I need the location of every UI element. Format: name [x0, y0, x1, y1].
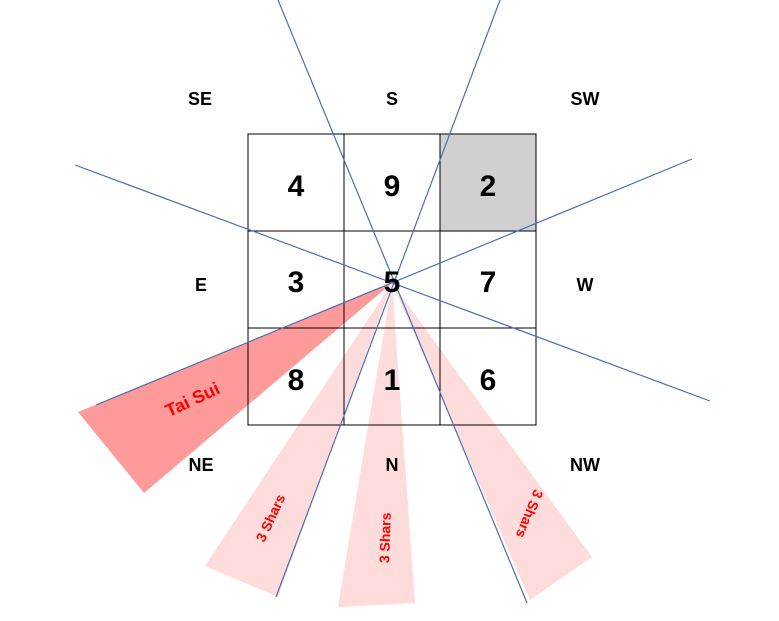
three-shars-label-center: 3 Shars	[376, 512, 394, 563]
cell-center: 5	[384, 266, 401, 299]
direction-s: S	[386, 89, 398, 109]
cell-s: 9	[384, 170, 401, 203]
tai-sui-sector	[78, 283, 392, 493]
cell-sw: 2	[480, 170, 497, 203]
highlight-cell-sw	[440, 134, 536, 231]
three-shars-sector-center	[338, 283, 415, 607]
cell-nw: 6	[480, 364, 497, 397]
nine-palace-grid	[247, 133, 537, 426]
three-shars-sector-right	[392, 283, 592, 600]
direction-nw: NW	[570, 455, 600, 475]
three-shars-sector-left	[205, 283, 392, 597]
direction-se: SE	[188, 89, 212, 109]
cell-n: 1	[384, 364, 401, 397]
sector-axis-lines	[74, 0, 711, 604]
direction-w: W	[577, 275, 594, 295]
direction-e: E	[195, 275, 207, 295]
cell-w: 7	[480, 266, 497, 299]
direction-n: N	[386, 455, 399, 475]
direction-sw: SW	[571, 89, 600, 109]
cell-e: 3	[288, 266, 305, 299]
direction-ne: NE	[188, 455, 213, 475]
cell-se: 4	[288, 170, 305, 203]
cell-ne: 8	[288, 364, 305, 397]
